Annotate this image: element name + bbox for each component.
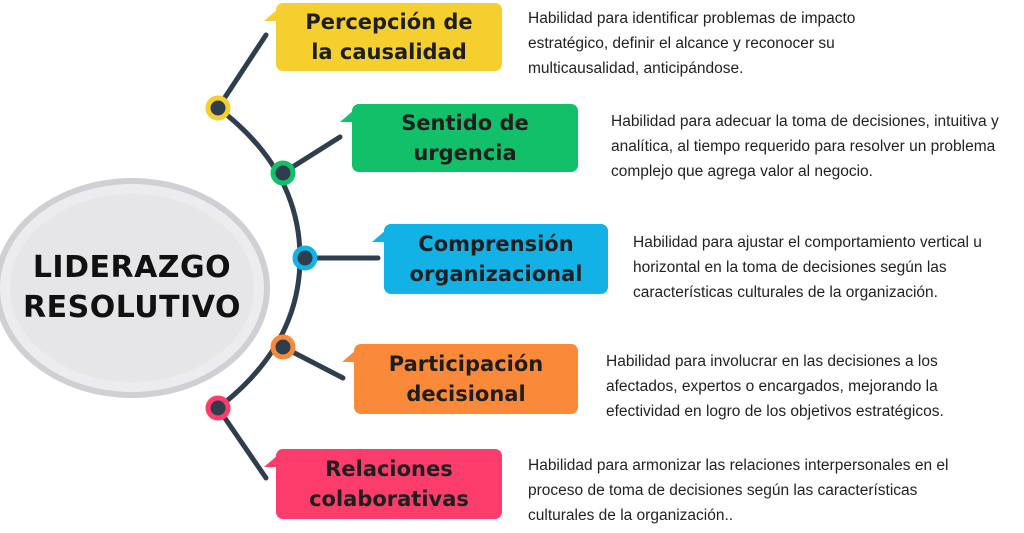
tag-title-line1: Percepción de [305, 10, 473, 34]
tag-comprension-organizacional: Comprensión organizacional [372, 224, 608, 294]
tag-title-line2: urgencia [413, 141, 517, 165]
node-dot-4 [270, 334, 296, 360]
hub-title: LIDERAZGO RESOLUTIVO [23, 248, 241, 328]
node-dot-3 [292, 245, 318, 271]
branch-line-1 [215, 32, 269, 111]
tag-title-line1: Comprensión [418, 232, 574, 256]
description-sentido-urgencia: Habilidad para adecuar la toma de decisi… [611, 113, 999, 180]
tag-participacion-decisional: Participación decisional [342, 344, 578, 414]
description-percepcion-causalidad: Habilidad para identificar problemas de … [528, 10, 856, 77]
tag-title-line2: la causalidad [311, 40, 467, 64]
tag-title-line1: Participación [388, 352, 544, 376]
description-comprension-organizacional: Habilidad para ajustar el comportamiento… [633, 234, 982, 301]
hub-title-line2: RESOLUTIVO [23, 290, 241, 325]
tag-title-line1: Sentido de [401, 111, 529, 135]
node-dot-1 [205, 95, 231, 121]
node-dot-5 [205, 395, 231, 421]
tag-relaciones-colaborativas: Relaciones colaborativas [264, 449, 502, 519]
tag-sentido-urgencia: Sentido de urgencia [340, 104, 578, 172]
tag-percepcion-causalidad: Percepción de la causalidad [264, 3, 502, 71]
branch-line-5 [215, 405, 269, 481]
description-participacion-decisional: Habilidad para involucrar en las decisio… [606, 353, 944, 420]
tag-title-line2: colaborativas [309, 487, 469, 511]
tag-title-line2: organizacional [409, 262, 583, 286]
node-dot-2 [270, 160, 296, 186]
description-relaciones-colaborativas: Habilidad para armonizar las relaciones … [528, 457, 949, 524]
central-hub-circle: LIDERAZGO RESOLUTIVO [0, 178, 270, 398]
tag-title-line1: Relaciones [325, 457, 453, 481]
hub-title-line1: LIDERAZGO [32, 250, 232, 285]
tag-title-line2: decisional [406, 382, 526, 406]
